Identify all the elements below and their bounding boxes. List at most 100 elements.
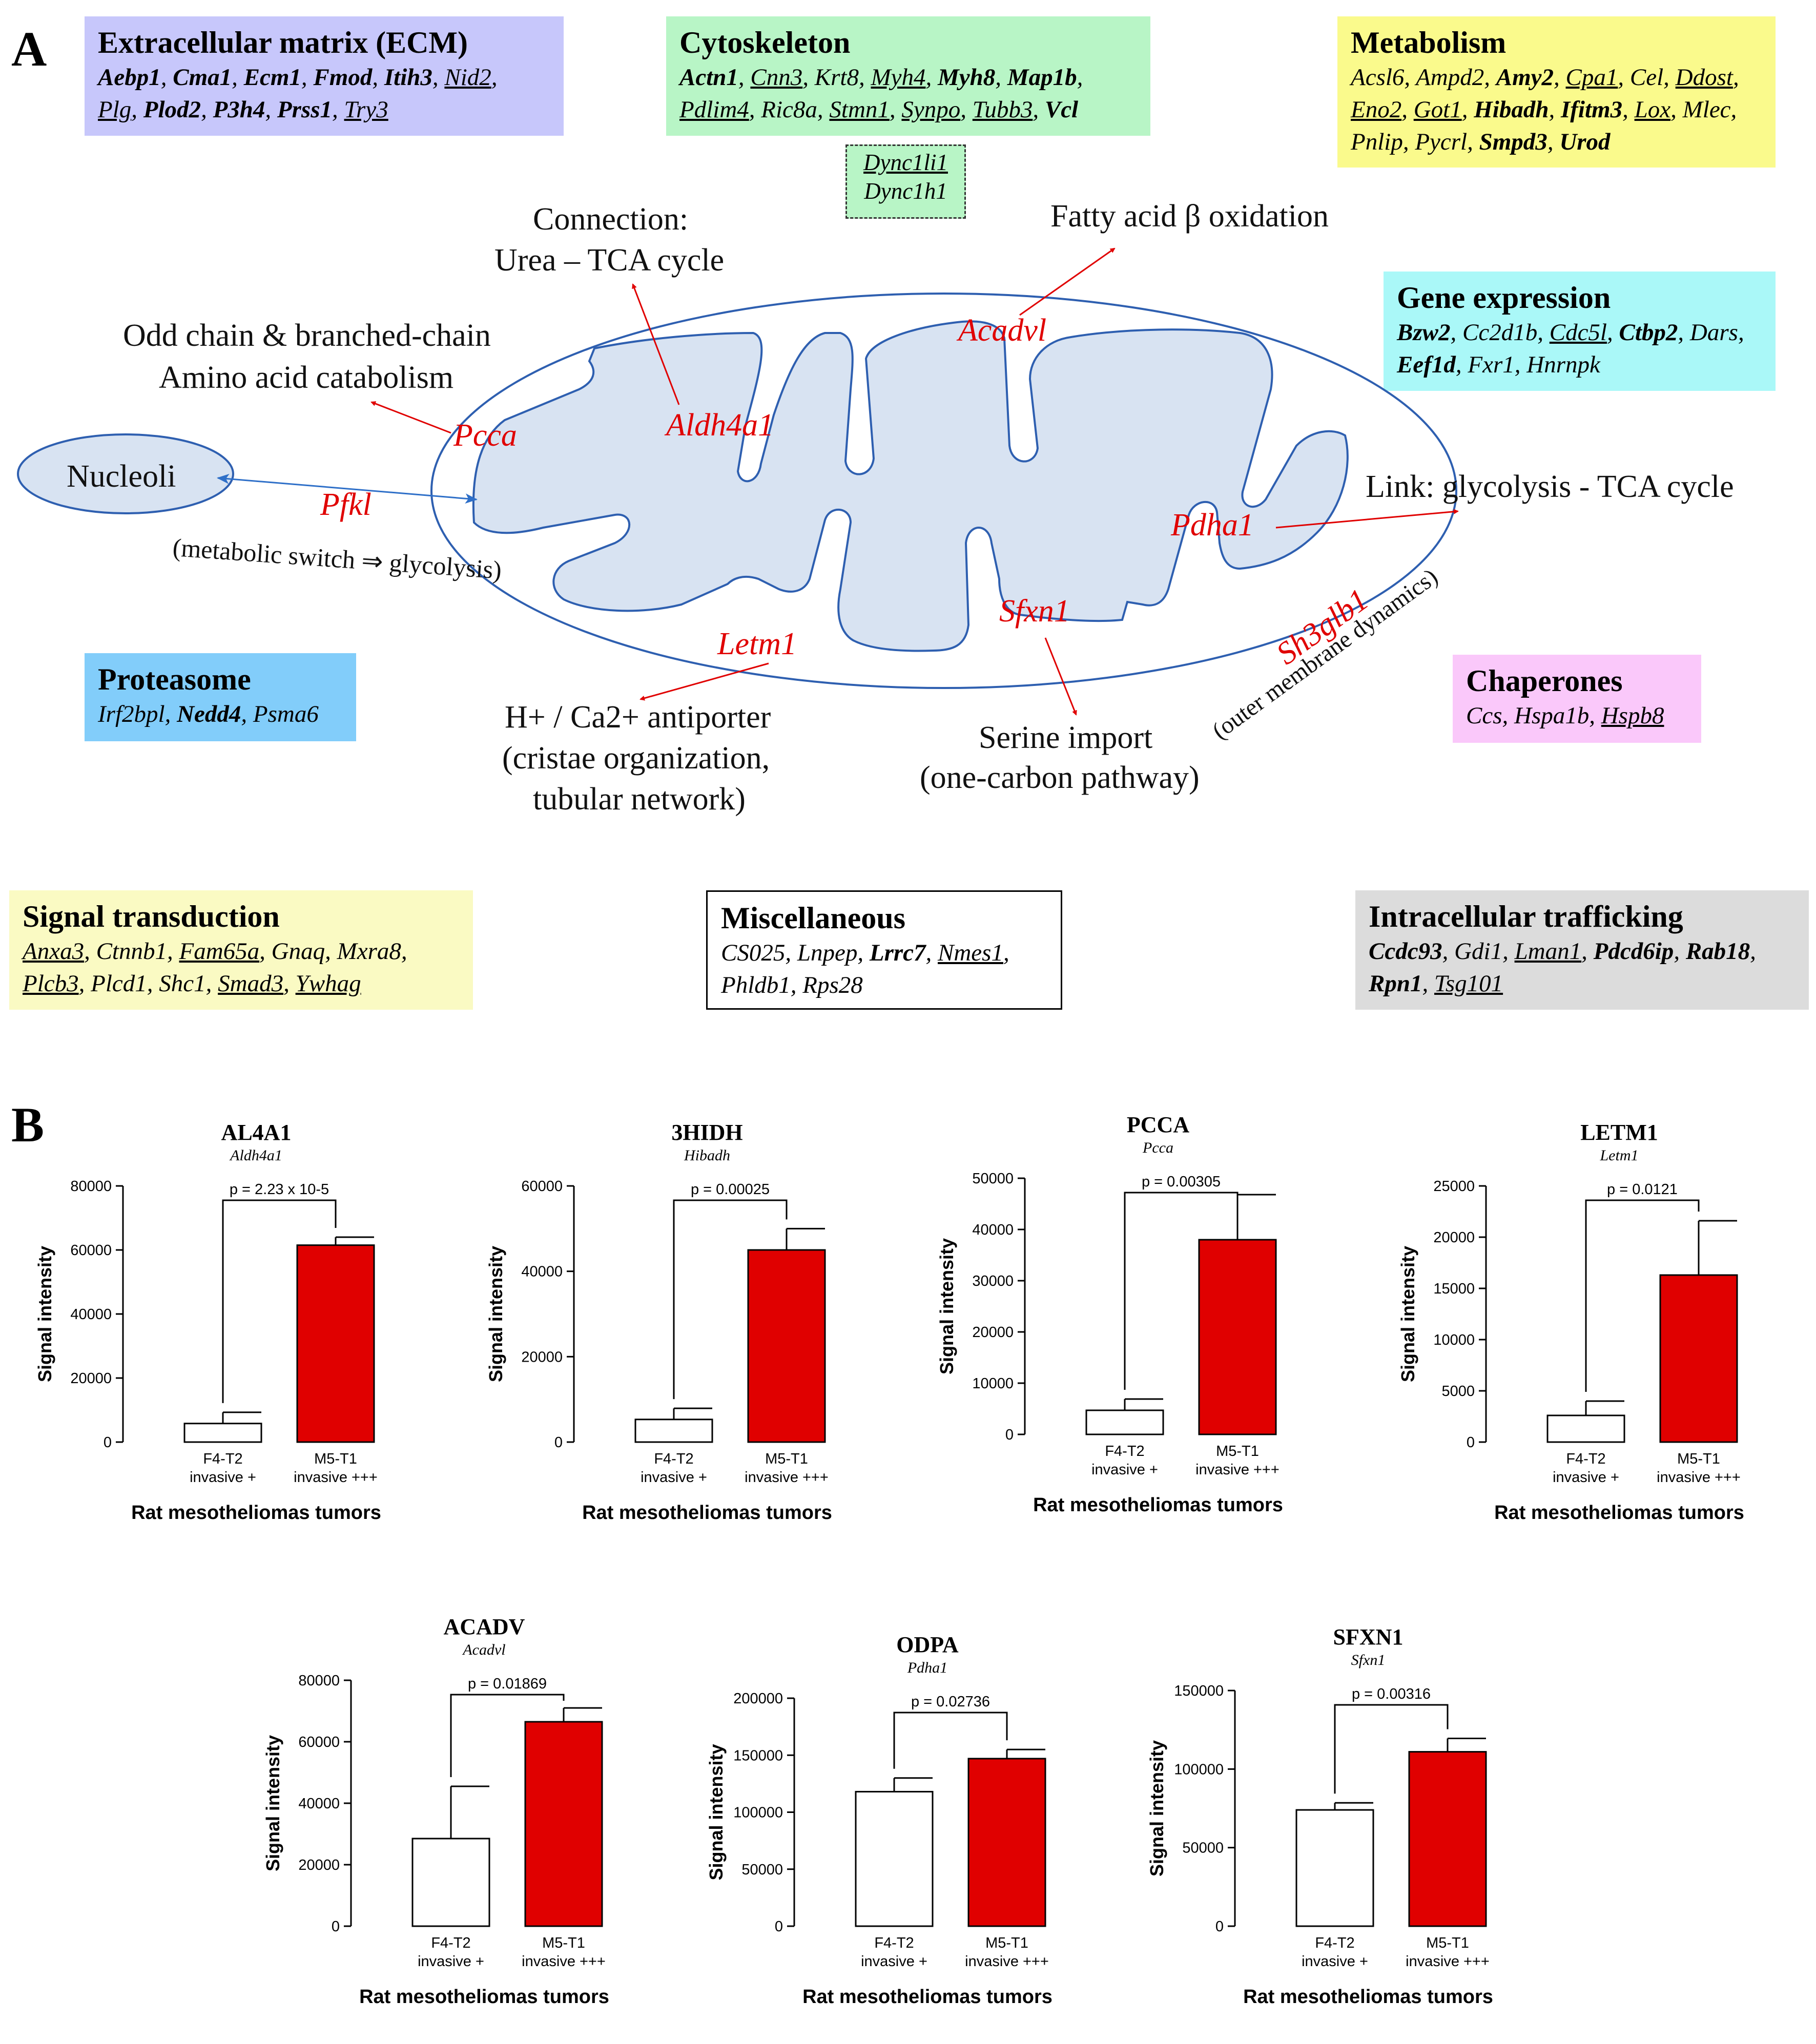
label-fatty-acid: Fatty acid β oxidation — [1050, 199, 1329, 234]
significance-bracket — [1124, 1192, 1239, 1390]
y-tick-label: 40000 — [298, 1796, 340, 1812]
chart-title: AL4A1 — [221, 1120, 292, 1145]
p-value-label: p = 0.0121 — [1607, 1181, 1678, 1198]
gene-line: Irf2bpl, Nedd4, Psma6 — [98, 701, 319, 727]
gene-name: Fam65a — [179, 938, 260, 965]
gene-line: Bzw2, Cc2d1b, Cdc5l, Ctbp2, Dars, — [1397, 319, 1744, 346]
significance-bracket — [673, 1199, 788, 1400]
bar-f4-t2 — [1085, 1409, 1164, 1435]
gene-name: Cnn3 — [750, 64, 803, 91]
box-title: Chaperones — [1466, 664, 1623, 698]
label-one-carbon: (one-carbon pathway) — [920, 760, 1200, 795]
label-tubular: tubular network) — [533, 782, 746, 817]
y-tick-label: 25000 — [1433, 1178, 1475, 1195]
gene-name: Rps28 — [802, 972, 863, 998]
gene-pfkl: Pfkl — [320, 487, 372, 522]
gene-name: Tubb3 — [972, 96, 1033, 123]
gene-name: Bzw2 — [1397, 319, 1451, 346]
gene-name: Hibadh — [1474, 96, 1549, 123]
chart-subtitle: Sfxn1 — [1351, 1652, 1386, 1668]
chart-svg: AL4A1Aldh4a1020000400006000080000Signal … — [34, 1120, 381, 1524]
gene-line: Anxa3, Ctnnb1, Fam65a, Gnaq, Mxra8, — [23, 938, 407, 965]
box-title: Cytoskeleton — [679, 26, 851, 59]
box-title: Signal transduction — [23, 900, 280, 933]
bar-f4-t2 — [855, 1790, 934, 1927]
x-axis-label: Rat mesotheliomas tumors — [1494, 1502, 1744, 1524]
chart-subtitle: Pdha1 — [907, 1659, 947, 1676]
box-ecm: Extracellular matrix (ECM)Aebp1, Cma1, E… — [85, 16, 564, 136]
gene-name: Psma6 — [253, 701, 319, 727]
x-tick-label: M5-T1 — [985, 1935, 1028, 1951]
chart-title: LETM1 — [1580, 1120, 1658, 1145]
label-odd-chain: Odd chain & branched-chain — [123, 318, 491, 353]
chart-subtitle: Acadvl — [462, 1641, 505, 1658]
gene-name: Pdcd6ip — [1593, 938, 1674, 965]
chart-title: PCCA — [1127, 1112, 1189, 1137]
gene-pcca: Pcca — [453, 418, 517, 453]
bar-m5-t1 — [296, 1244, 375, 1443]
chart-title: ODPA — [896, 1632, 959, 1657]
gene-name: Myh8 — [938, 64, 996, 91]
bar-m5-t1 — [524, 1721, 603, 1927]
y-tick-label: 15000 — [1433, 1281, 1475, 1297]
box-title: Proteasome — [98, 662, 251, 696]
gene-name: Krt8 — [814, 64, 859, 91]
gene-pdha1: Pdha1 — [1171, 508, 1254, 543]
inner-membrane — [472, 320, 1349, 652]
gene-name: Ampd2 — [1416, 64, 1484, 91]
x-tick-sublabel: invasive +++ — [745, 1469, 829, 1486]
y-tick-label: 5000 — [1441, 1383, 1475, 1400]
label-serine: Serine import — [979, 720, 1153, 755]
x-tick-sublabel: invasive + — [418, 1953, 484, 1970]
bar-f4-t2 — [183, 1423, 262, 1443]
gene-sfxn1: Sfxn1 — [999, 594, 1070, 629]
x-tick-sublabel: invasive + — [1302, 1953, 1368, 1970]
gene-name: Acsl6 — [1351, 64, 1405, 91]
arrow-acadvl — [1019, 247, 1116, 316]
gene-name: Lman1 — [1514, 938, 1582, 965]
y-tick-label: 0 — [332, 1918, 340, 1935]
bar-f4-t2 — [634, 1419, 713, 1443]
y-tick-label: 80000 — [70, 1178, 112, 1195]
bar-m5-t1 — [747, 1249, 826, 1443]
gene-name: Pnlip — [1351, 129, 1403, 155]
y-tick-label: 10000 — [972, 1375, 1014, 1392]
gene-name: CS025 — [721, 940, 786, 966]
y-tick-label: 20000 — [1433, 1229, 1475, 1246]
gene-name: Mxra8 — [337, 938, 401, 965]
gene-line: Pdlim4, Ric8a, Stmn1, Synpo, Tubb3, Vcl — [679, 96, 1079, 123]
chart-svg: LETM1Letm10500010000150002000025000Signa… — [1397, 1120, 1744, 1524]
gene-line: Plg, Plod2, P3h4, Prss1, Try3 — [98, 96, 388, 123]
y-tick-label: 150000 — [1174, 1683, 1224, 1699]
gene-name: Eef1d — [1397, 351, 1456, 378]
y-tick-label: 100000 — [1174, 1761, 1224, 1778]
y-tick-label: 0 — [554, 1434, 563, 1451]
p-value-label: p = 0.00305 — [1142, 1174, 1221, 1190]
gene-name: Synpo — [901, 96, 961, 123]
gene-name: Fmod — [313, 64, 373, 91]
chart-svg: ODPAPdha1050000100000150000200000Signal … — [706, 1632, 1053, 2008]
gene-name: Nedd4 — [177, 701, 241, 727]
x-tick-label: F4-T2 — [1566, 1451, 1605, 1467]
x-tick-label: M5-T1 — [1426, 1935, 1469, 1951]
p-value-label: p = 0.01869 — [468, 1676, 547, 1692]
bar-f4-t2 — [1295, 1809, 1374, 1927]
gene-name: Plcb3 — [23, 970, 79, 997]
y-axis-label: Signal intensity — [485, 1246, 506, 1382]
significance-bracket — [450, 1694, 565, 1777]
gene-name: Plod2 — [143, 96, 201, 123]
gene-name: Pdlim4 — [679, 96, 749, 123]
gene-name: Urod — [1559, 129, 1611, 155]
gene-name: Prss1 — [277, 96, 333, 123]
bar-m5-t1 — [1408, 1751, 1487, 1927]
mitochondrion-diagram — [17, 247, 1459, 716]
gene-name: Hspa1b — [1514, 702, 1590, 729]
